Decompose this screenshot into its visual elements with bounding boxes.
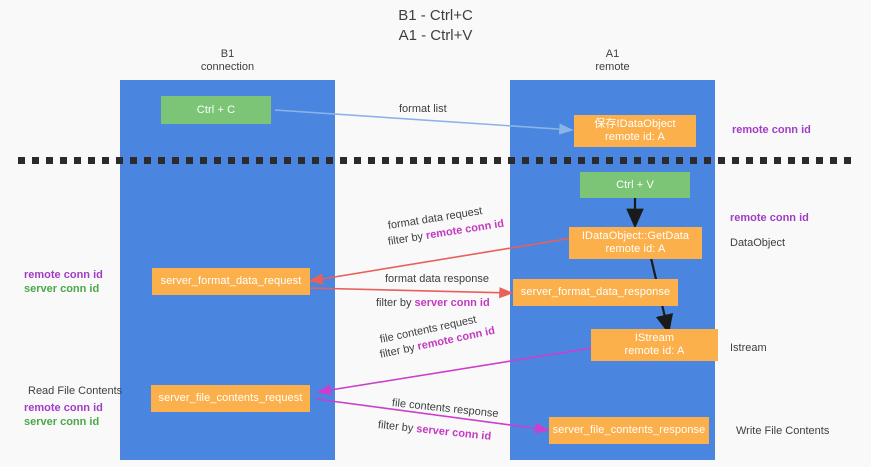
edge-label-prefix: filter by: [377, 419, 417, 435]
annotation-istream: Istream: [730, 342, 767, 354]
edge-label-prefix: filter by: [387, 230, 427, 248]
annotation-remote-conn-id-mid: remote conn id: [730, 212, 809, 224]
node-server-file-contents-request[interactable]: server_file_contents_request: [151, 385, 310, 412]
edge-label-format-data-response: format data response filter by server co…: [376, 272, 490, 310]
column-header-a1: A1 remote: [595, 48, 630, 73]
edge-label-line1: file contents response: [391, 397, 500, 421]
node-server-format-data-response[interactable]: server_format_data_response: [513, 279, 678, 306]
annotation-remote-conn-id-left2: remote conn id: [24, 402, 103, 414]
annotation-write-file-contents: Write File Contents: [736, 425, 830, 437]
edge-label-file-contents-request: file contents request filter by remote c…: [379, 314, 497, 362]
annotation-server-conn-id-left2: server conn id: [24, 416, 100, 428]
node-save-idataobject[interactable]: 保存IDataObject remote id: A: [574, 115, 696, 147]
edge-label-line2: filter by server conn id: [377, 418, 499, 445]
annotation-remote-conn-id-left: remote conn id: [24, 269, 103, 281]
node-server-format-data-request[interactable]: server_format_data_request: [152, 268, 310, 295]
annotation-remote-conn-id-top: remote conn id: [732, 124, 811, 136]
edge-label-line2: filter by server conn id: [376, 296, 490, 310]
diagram-title: B1 - Ctrl+C A1 - Ctrl+V: [398, 7, 473, 44]
edge-label-line1: format data response: [385, 273, 489, 285]
edge-label-prefix: filter by: [376, 297, 415, 309]
annotation-server-conn-id-left: server conn id: [24, 283, 100, 295]
annotation-read-file-contents: Read File Contents: [28, 385, 123, 397]
edge-label-format-data-request: format data request filter by remote con…: [387, 205, 505, 249]
edge-label-highlight: server conn id: [415, 423, 492, 443]
edge-label-file-contents-response: file contents response filter by server …: [377, 396, 500, 443]
node-ctrl-v[interactable]: Ctrl + V: [580, 172, 690, 198]
node-server-file-contents-response[interactable]: server_file_contents_response: [549, 417, 709, 444]
node-ctrl-c[interactable]: Ctrl + C: [161, 96, 271, 124]
column-header-b1: B1 connection: [200, 48, 255, 73]
edge-label-highlight: server conn id: [414, 297, 490, 309]
node-istream[interactable]: IStream remote id: A: [591, 329, 718, 361]
edge-label-format-list: format list: [399, 103, 447, 115]
node-idataobject-getdata[interactable]: IDataObject::GetData remote id: A: [569, 227, 702, 259]
annotation-dataobject: DataObject: [730, 237, 786, 249]
